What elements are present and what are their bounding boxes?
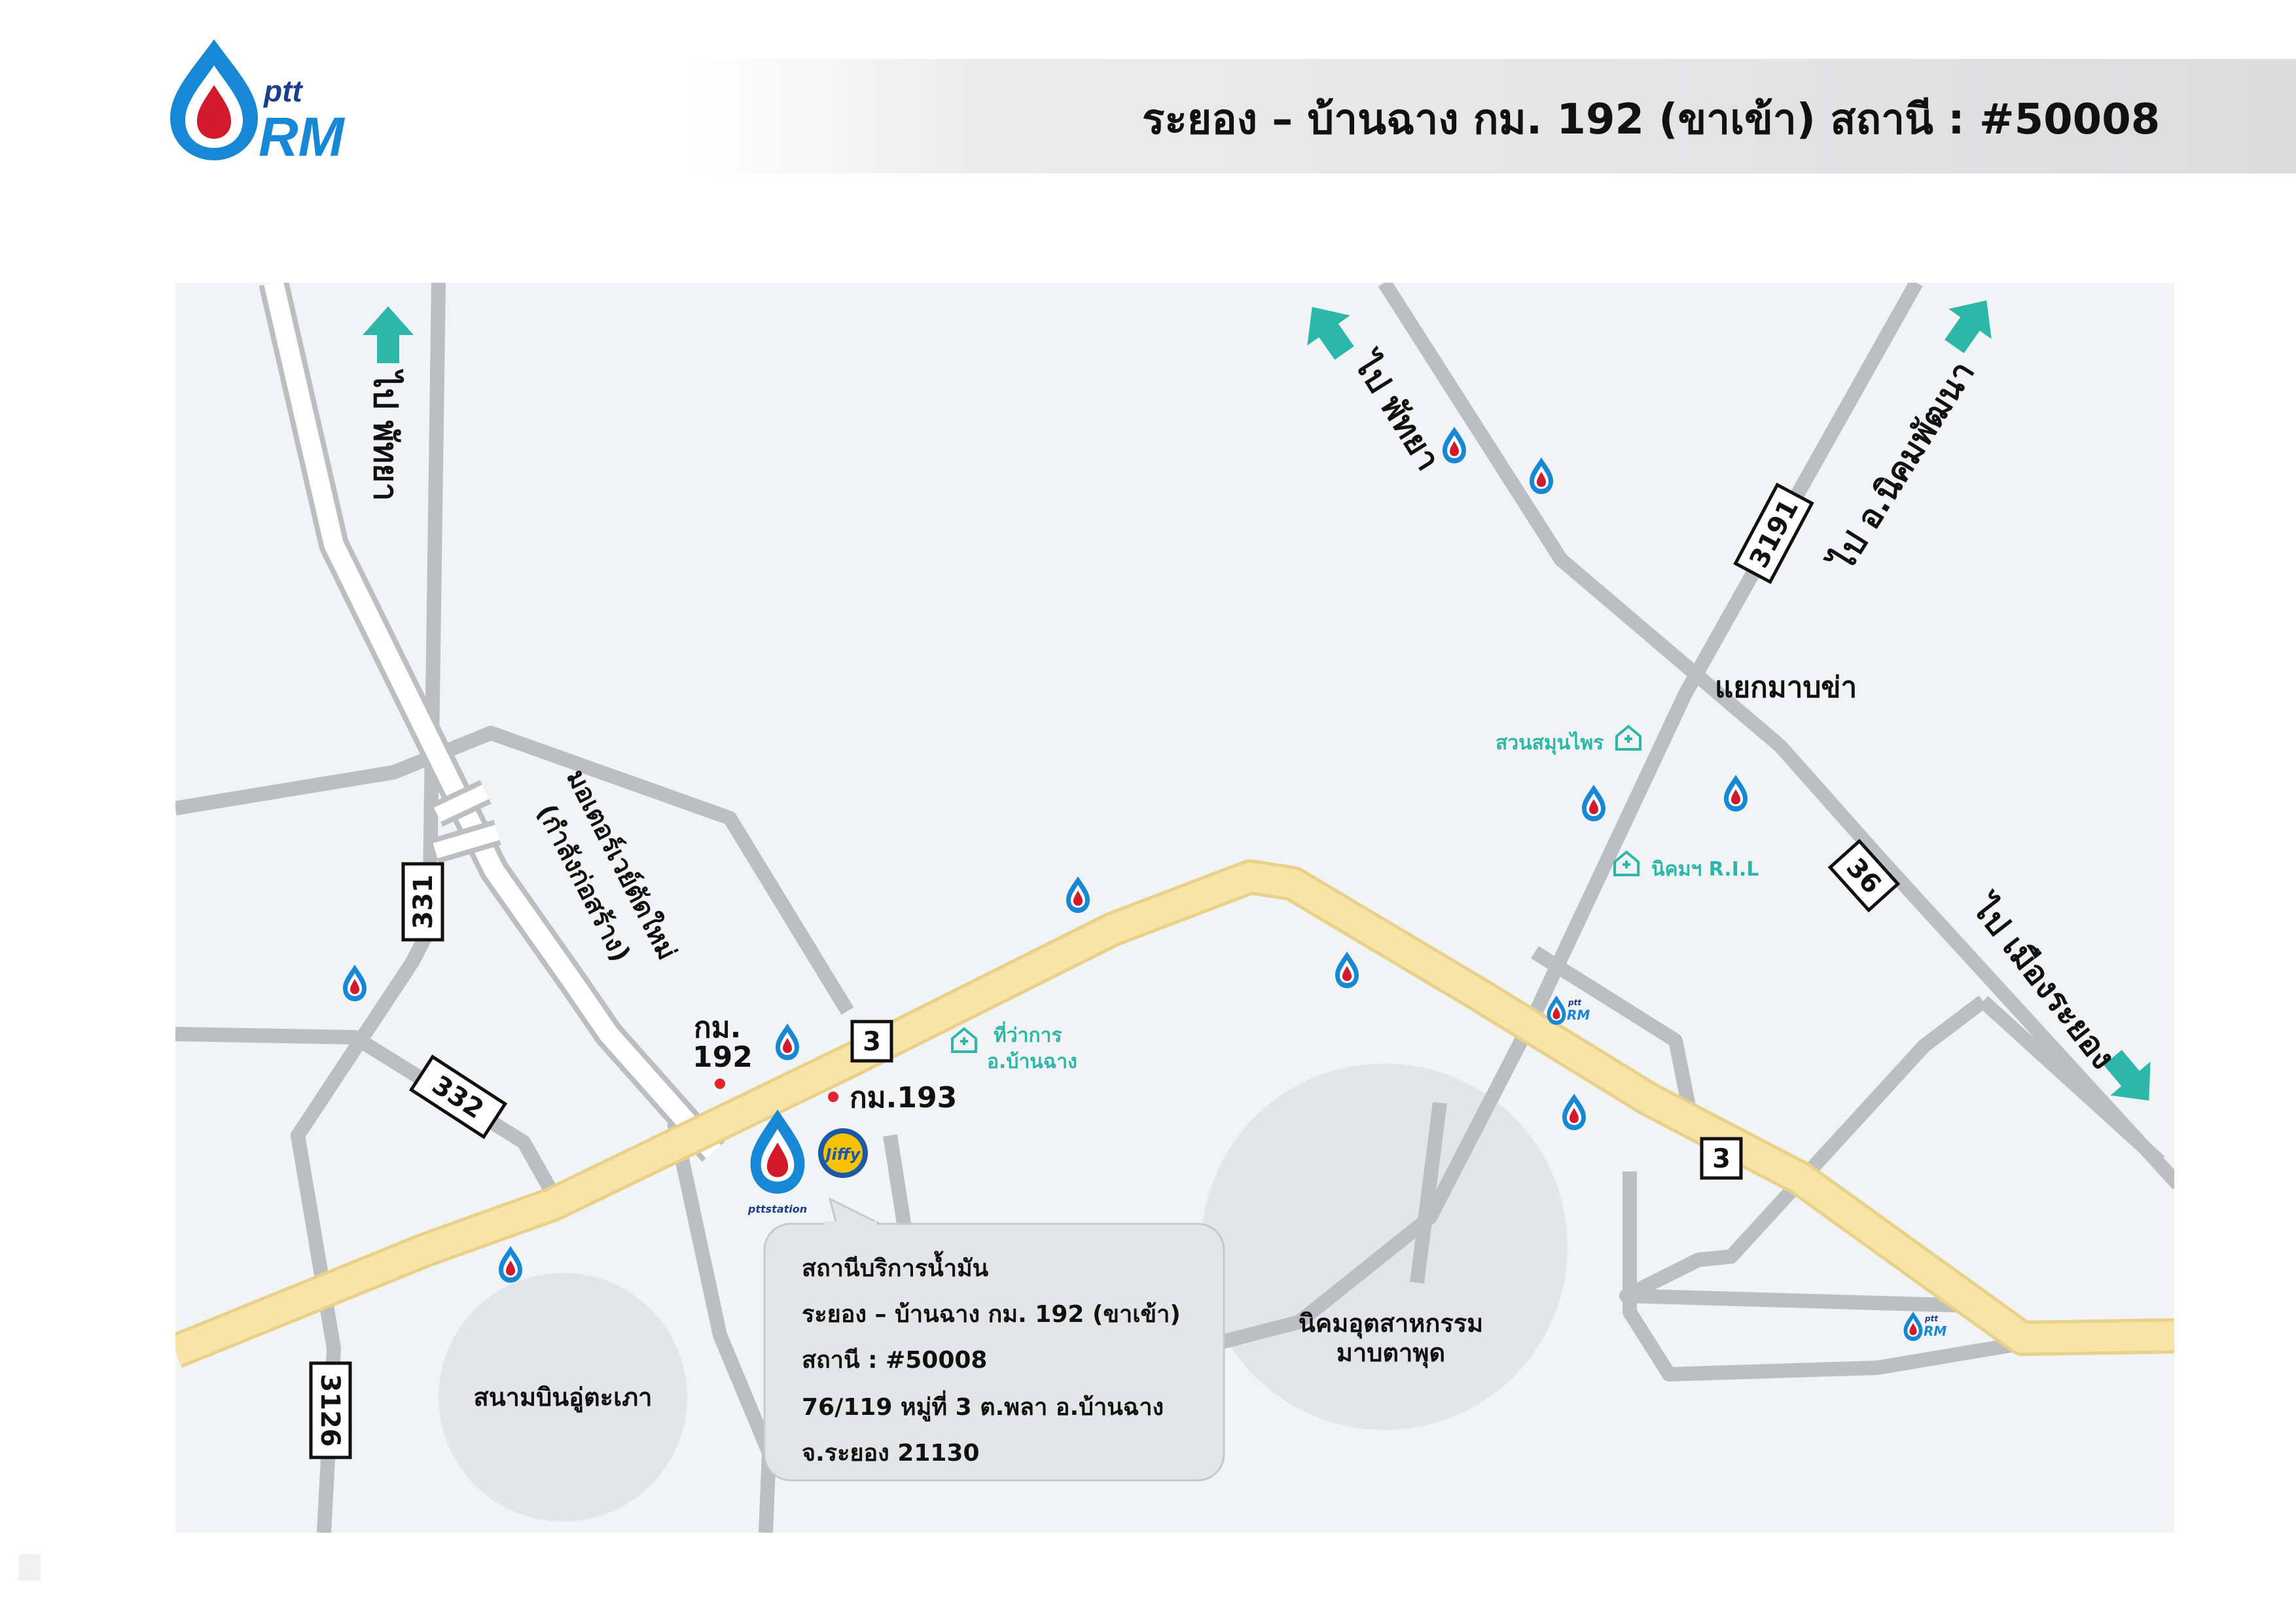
road-estate-north bbox=[1531, 946, 1696, 1108]
rm-small-text: RM bbox=[1924, 1323, 1946, 1339]
arrow-down-right-icon bbox=[2104, 1050, 2151, 1101]
info-line-5: จ.ระยอง 21130 bbox=[802, 1440, 980, 1467]
jiffy-brand-text: Jiffy bbox=[823, 1145, 861, 1164]
road-36 bbox=[1378, 283, 2174, 1190]
road-south-center bbox=[667, 1120, 776, 1533]
district-office-label-line1: ที่ว่าการ bbox=[994, 1021, 1062, 1047]
station-info-callout: สถานีบริการน้ำมัน ระยอง – บ้านฉาง กม. 19… bbox=[763, 1197, 1225, 1482]
road-west-connector bbox=[175, 726, 854, 1015]
junction-label: แยกมาบข่า bbox=[1715, 671, 1857, 704]
logo-rm-text: RM bbox=[259, 106, 346, 164]
arrow-up-left-icon bbox=[1307, 306, 1354, 360]
route-sign-331-text: 331 bbox=[408, 874, 439, 929]
herb-garden-marker: สวนสมุนไพร bbox=[1496, 724, 1641, 755]
km193-marker bbox=[828, 1092, 838, 1102]
corner-mark bbox=[18, 1554, 41, 1580]
estate-label-line2: มาบตาพุด bbox=[1336, 1338, 1445, 1368]
title-bar bbox=[687, 59, 2296, 173]
ptt-rm-station-icon: ptt RM bbox=[1547, 995, 1590, 1025]
airport-zone bbox=[439, 1273, 687, 1522]
location-map: ไป พัทยา ไป พัทยา ไป อ.นิคมพัฒนา ไป เมือ… bbox=[175, 283, 2174, 1533]
km193-label: กม.193 bbox=[850, 1081, 957, 1115]
route-sign-3-right-text: 3 bbox=[1712, 1144, 1731, 1174]
ptt-rm-logo: ptt RM bbox=[170, 39, 346, 164]
km192-marker bbox=[715, 1079, 725, 1089]
km192-label-line2: 192 bbox=[692, 1041, 753, 1074]
route-sign-3-right: 3 bbox=[1700, 1137, 1743, 1180]
arrow-up-right-icon bbox=[1945, 300, 1992, 353]
airport-label: สนามบินอู่ตะเภา bbox=[474, 1383, 653, 1413]
info-line-3: สถานี : #50008 bbox=[802, 1347, 987, 1374]
road-3191 bbox=[1209, 283, 1923, 1352]
ril-estate-label: นิคมฯ R.I.L bbox=[1651, 858, 1759, 881]
route-sign-3126: 3126 bbox=[309, 1361, 352, 1459]
road-east-connector bbox=[1619, 995, 1988, 1313]
route-sign-3126-text: 3126 bbox=[315, 1374, 345, 1446]
info-line-4: 76/119 หมู่ที่ 3 ต.พลา อ.บ้านฉาง bbox=[802, 1390, 1164, 1422]
ril-estate-marker: นิคมฯ R.I.L bbox=[1613, 850, 1759, 881]
page-title: ระยอง – บ้านฉาง กม. 192 (ขาเข้า) สถานี :… bbox=[1142, 96, 2161, 144]
house-plus-icon bbox=[951, 1027, 977, 1053]
pttstation-brand-text: pttstation bbox=[747, 1203, 807, 1215]
ptt-rm-station-icon: ptt RM bbox=[1903, 1311, 1946, 1341]
road-east-south bbox=[1978, 995, 2165, 1168]
district-office-marker: ที่ว่าการ อ.บ้านฉาง bbox=[951, 1021, 1077, 1073]
house-plus-icon bbox=[1615, 724, 1641, 751]
herb-garden-label: สวนสมุนไพร bbox=[1496, 731, 1604, 755]
road-estate-west bbox=[1410, 1101, 1447, 1284]
info-line-1: สถานีบริการน้ำมัน bbox=[802, 1251, 989, 1282]
motorway-under-construction bbox=[259, 283, 725, 1162]
route-sign-331: 331 bbox=[401, 862, 444, 942]
km192-label-line1: กม. bbox=[694, 1011, 741, 1044]
estate-label-line1: นิคมอุตสาหกรรม bbox=[1299, 1309, 1483, 1339]
ptt-small-text: ptt bbox=[1568, 998, 1582, 1007]
rm-small-text: RM bbox=[1567, 1007, 1590, 1023]
direction-label-pattaya-left: ไป พัทยา bbox=[367, 368, 404, 501]
pttstation-marker: pttstation bbox=[747, 1109, 807, 1215]
arrow-up-icon bbox=[363, 306, 414, 363]
route-sign-3-left-text: 3 bbox=[863, 1027, 881, 1057]
house-plus-icon bbox=[1613, 850, 1640, 876]
road-south-loop bbox=[1623, 1171, 2092, 1382]
jiffy-marker: Jiffy bbox=[818, 1128, 868, 1178]
district-office-label-line2: อ.บ้านฉาง bbox=[987, 1050, 1077, 1073]
highway-3 bbox=[175, 859, 2174, 1368]
info-line-2: ระยอง – บ้านฉาง กม. 192 (ขาเข้า) bbox=[802, 1301, 1181, 1328]
ptt-small-text: ptt bbox=[1924, 1314, 1939, 1323]
route-sign-3-left: 3 bbox=[850, 1020, 893, 1063]
logo-ptt-text: ptt bbox=[262, 74, 303, 108]
